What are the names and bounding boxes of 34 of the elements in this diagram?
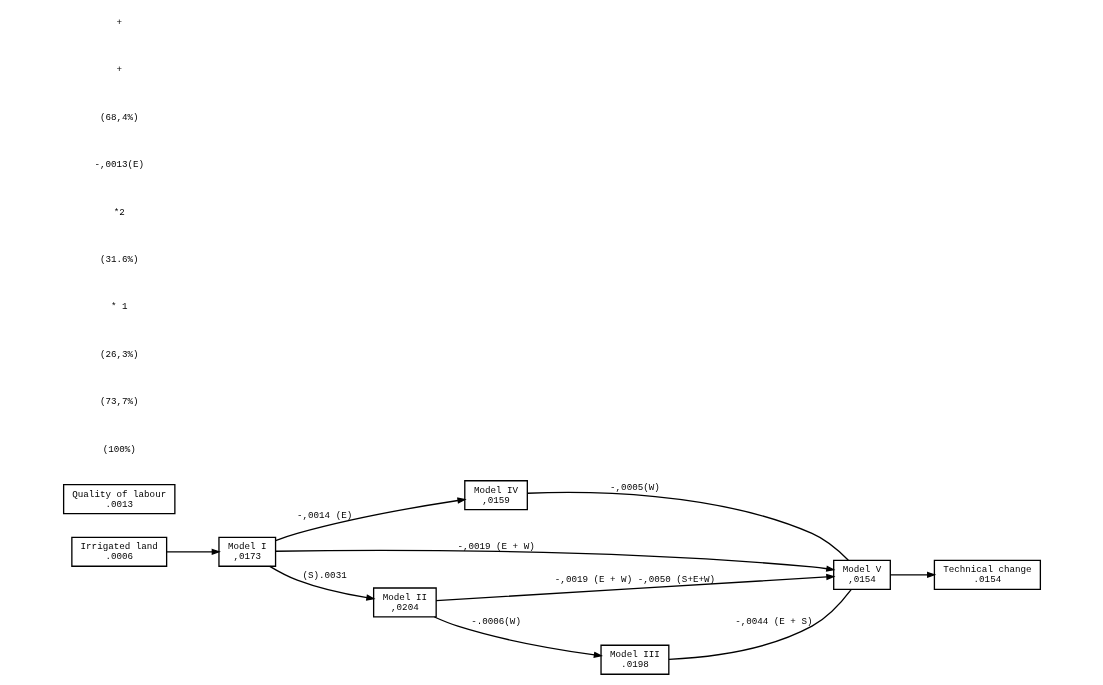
label: (73,7%)	[99, 396, 139, 408]
node-box: Model II ,0204	[372, 587, 437, 618]
arrow	[165, 548, 221, 556]
node-box: Quality of labour .0013	[62, 484, 175, 515]
label: (31.6%)	[99, 254, 139, 265]
label: -,0013(E)	[93, 159, 144, 171]
edge-label: -.0006(W)	[470, 615, 521, 627]
label: (26,3%)	[99, 348, 139, 360]
label: (100%)	[102, 443, 136, 455]
arrow	[433, 616, 603, 659]
node-box: Model IV ,0159	[463, 480, 528, 511]
label: (68,4%)	[99, 111, 139, 123]
edge-label: -,0014 (E)	[296, 509, 352, 521]
arrow	[268, 565, 376, 601]
node-box: Model I ,0173	[217, 536, 276, 567]
edge-label: -,0019 (E + W)	[456, 540, 535, 552]
edge-label: -,0019 (E + W) -,0050 (S+E+W)	[554, 573, 715, 585]
label: +	[115, 17, 122, 29]
arrow	[435, 573, 835, 602]
edge-label: -,0005(W)	[609, 482, 660, 494]
node-box: Irrigated land .0006	[70, 536, 167, 567]
label: * 1	[110, 301, 128, 313]
arrow	[274, 549, 835, 572]
node-box: Model III .0198	[599, 644, 669, 675]
connector	[667, 588, 852, 660]
node-box: Technical change .0154	[933, 559, 1041, 590]
arrow	[274, 497, 467, 542]
connector	[526, 491, 849, 561]
label: *2	[113, 206, 125, 218]
arrow	[889, 571, 936, 579]
label: +	[115, 64, 122, 76]
edge-label: (S).0031	[302, 569, 347, 581]
edge-label: -,0044 (E + S)	[734, 615, 812, 627]
node-box: Model V ,0154	[832, 559, 891, 590]
